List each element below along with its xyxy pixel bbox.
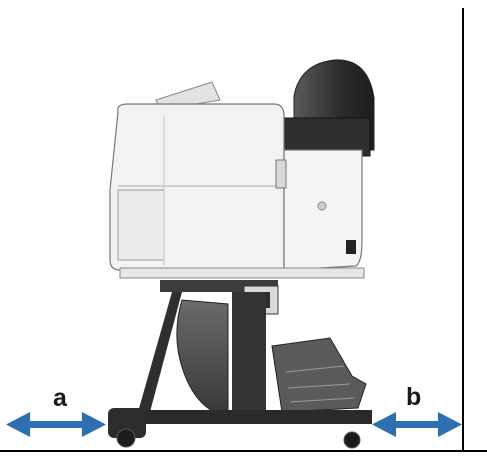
rear-knob — [317, 201, 327, 211]
basket-folds — [285, 365, 355, 403]
front-panel — [117, 189, 165, 261]
basket-cloth-rear — [271, 337, 367, 413]
stand-front-leg — [138, 292, 182, 412]
rear-latch — [275, 159, 287, 189]
stand-center-post — [232, 292, 266, 412]
power-connector — [346, 240, 356, 254]
stand-base-bar — [118, 410, 372, 424]
label-a: a — [53, 384, 67, 412]
basket-cloth-front — [176, 299, 229, 413]
label-b: b — [406, 383, 422, 411]
body-base — [119, 267, 365, 279]
front-foot — [108, 408, 146, 438]
front-caster — [116, 428, 136, 448]
clearance-arrow-b — [372, 412, 462, 437]
rear-caster — [343, 431, 361, 449]
clearance-arrow-a — [6, 412, 106, 437]
